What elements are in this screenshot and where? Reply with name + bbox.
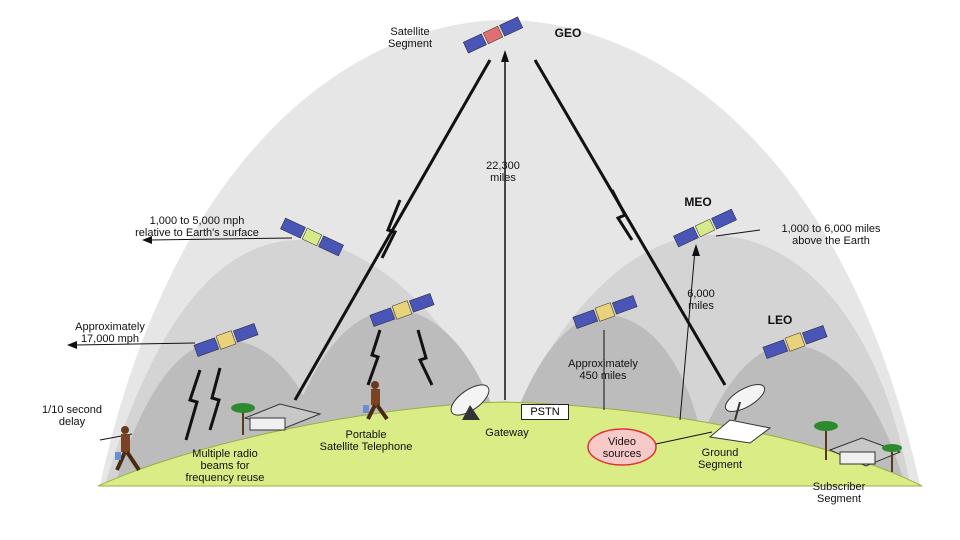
leo-satellite (369, 293, 435, 327)
video-sources-bubble (587, 428, 657, 466)
house-icon (243, 403, 322, 431)
palm-tree-icon (814, 421, 902, 472)
mph-arrow (149, 237, 293, 241)
geo-downlink-line (533, 59, 727, 386)
lightning-bolt (380, 199, 402, 259)
meo-label-pointer (715, 229, 761, 237)
gateway-dish-icon (450, 384, 490, 420)
speed-arrowhead (67, 341, 77, 349)
leo-label: LEO (767, 313, 793, 327)
leo-satellite (193, 323, 259, 357)
meo-satellite (673, 208, 737, 248)
meo-satellite (280, 217, 344, 257)
delay-label: 1/10 second delay (42, 404, 102, 428)
person-icon (115, 426, 141, 472)
speed-range-label: 1,000 to 5,000 mph relative to Earth's s… (135, 215, 259, 239)
leo-altitude-label: Approximately 450 miles (568, 358, 638, 382)
lightning-bolt (184, 369, 202, 441)
earth-ground (97, 401, 923, 487)
lightning-bolt (610, 189, 634, 241)
lightning-bolt (366, 329, 382, 386)
leo-satellite (762, 325, 828, 359)
leo-satellite (572, 295, 638, 329)
meo-altitude-arrowhead (692, 244, 700, 256)
lightning-bolt (416, 329, 434, 386)
meo-label: MEO (684, 195, 712, 209)
lightning-bolt (208, 367, 222, 431)
portable-phone-label: Portable Satellite Telephone (319, 429, 413, 453)
geo-satellite (462, 16, 524, 54)
palm-tree-icon (231, 403, 255, 435)
geo-label: GEO (554, 26, 582, 40)
mph-arrowhead (142, 236, 152, 244)
altitude-arrowhead (501, 50, 509, 62)
gateway-label: Gateway (485, 427, 529, 439)
multiple-beams-label: Multiple radio beams for frequency reuse (185, 448, 265, 484)
video-sources-label: Video sources (602, 436, 642, 460)
person-icon (363, 381, 389, 421)
ground-station-dish-icon (708, 384, 772, 444)
speed-arrow (74, 342, 196, 346)
meo-altitude-line (679, 249, 696, 421)
satellite-segment-label: Satellite Segment (387, 26, 433, 50)
leo-speed-label: Approximately 17,000 mph (75, 321, 145, 345)
pstn-box: PSTN (521, 404, 569, 420)
video-link-line (655, 431, 713, 445)
house-icon (828, 437, 902, 467)
geo-altitude-label: 22,300 miles (486, 160, 520, 184)
meo-altitude-range-label: 1,000 to 6,000 miles above the Earth (781, 223, 881, 247)
ground-segment-label: Ground Segment (697, 447, 743, 471)
meo-distance-label: 6,000 miles (687, 288, 715, 312)
subscriber-segment-label: Subscriber Segment (812, 481, 866, 505)
